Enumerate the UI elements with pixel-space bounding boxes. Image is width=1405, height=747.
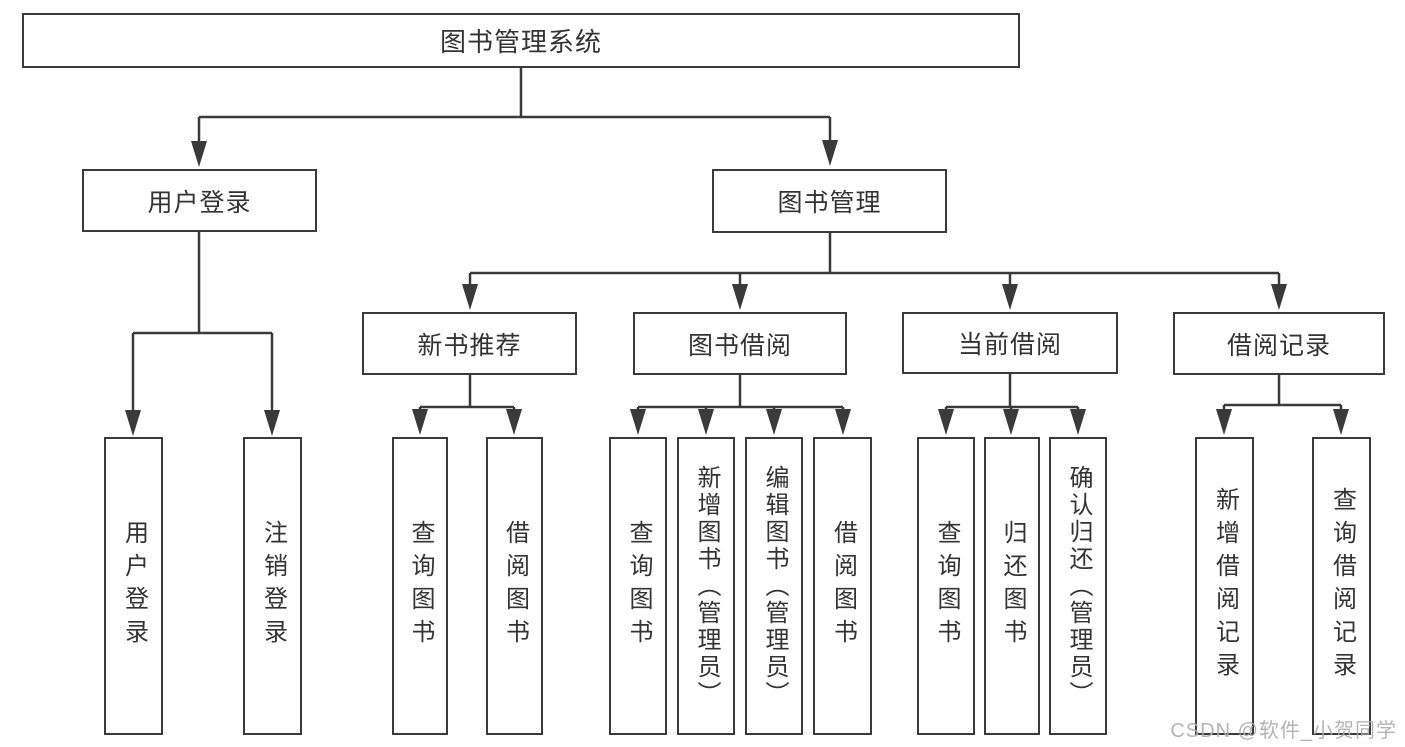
leaf-borrow-books-2: 借阅图书	[813, 437, 872, 735]
csdn-watermark: CSDN @软件_小贺同学	[1170, 720, 1397, 742]
arrow-down-icon	[264, 410, 280, 436]
arrow-down-icon	[1333, 409, 1349, 435]
arrow-down-icon	[938, 409, 954, 435]
leaf-query-books-1: 查询图书	[392, 437, 448, 735]
arrowheads	[125, 140, 1349, 436]
arrow-down-icon	[1216, 409, 1232, 435]
arrow-down-icon	[1271, 284, 1287, 310]
arrow-down-icon	[191, 141, 207, 167]
arrow-down-icon	[462, 284, 478, 310]
connector-book-mgmt-to-level3	[468, 233, 1281, 287]
node-book-borrow: 图书借阅	[633, 312, 847, 375]
node-new-book-recommend: 新书推荐	[362, 312, 577, 375]
node-borrow-records: 借阅记录	[1173, 312, 1385, 375]
leaf-borrow-books-1: 借阅图书	[486, 437, 543, 735]
connector-borrow-records-to-leaves	[1222, 375, 1343, 413]
connector-current-borrow-to-leaves	[944, 374, 1080, 413]
leaf-query-borrow-record: 查询借阅记录	[1312, 437, 1371, 735]
arrow-down-icon	[1003, 409, 1019, 435]
leaf-user-login: 用户登录	[104, 437, 163, 735]
leaf-return-book: 归还图书	[984, 437, 1040, 735]
node-user-login: 用户登录	[82, 169, 317, 232]
leaf-edit-book-admin: 编辑图书（管理员）	[745, 437, 803, 735]
arrow-down-icon	[822, 140, 838, 166]
node-book-management: 图书管理	[712, 169, 947, 233]
connector-user-login-to-leaves	[131, 232, 274, 412]
arrow-down-icon	[766, 409, 782, 435]
leaf-confirm-return-admin: 确认归还（管理员）	[1049, 437, 1107, 735]
connector-new-book-rec-to-leaves	[418, 375, 516, 413]
leaf-logout: 注销登录	[243, 437, 302, 735]
arrow-down-icon	[1002, 284, 1018, 310]
arrow-down-icon	[1070, 409, 1086, 435]
arrow-down-icon	[732, 284, 748, 310]
arrow-down-icon	[630, 409, 646, 435]
arrow-down-icon	[698, 409, 714, 435]
arrow-down-icon	[835, 409, 851, 435]
leaf-add-borrow-record: 新增借阅记录	[1195, 437, 1254, 735]
connector-root-to-level2	[197, 68, 832, 143]
arrow-down-icon	[506, 409, 522, 435]
arrow-down-icon	[412, 409, 428, 435]
leaf-query-books-3: 查询图书	[917, 437, 975, 735]
arrow-down-icon	[125, 410, 141, 436]
leaf-add-book-admin: 新增图书（管理员）	[677, 437, 735, 735]
node-library-system: 图书管理系统	[22, 13, 1020, 68]
connector-book-borrow-to-leaves	[636, 375, 845, 413]
leaf-query-books-2: 查询图书	[609, 437, 667, 735]
node-current-borrow: 当前借阅	[902, 312, 1118, 374]
